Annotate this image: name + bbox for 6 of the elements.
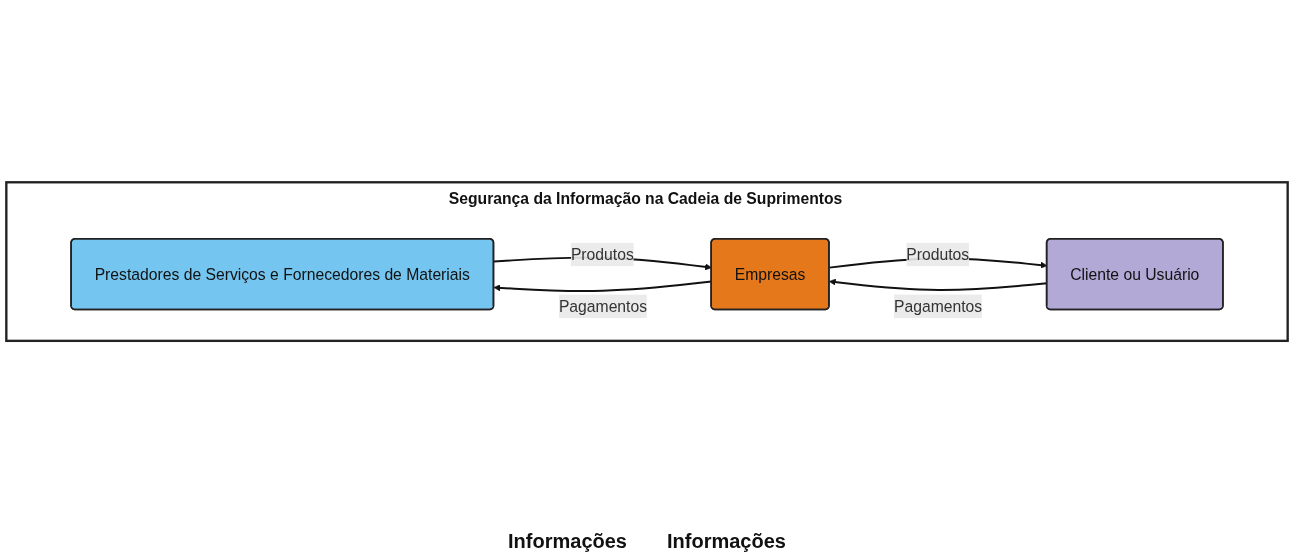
edge-label: Pagamentos [894,298,983,316]
edge-label: Pagamentos [558,298,648,316]
flow-note: Informações [508,530,627,553]
edge-label: Produtos [906,246,970,264]
flow-note: Informações [667,530,786,553]
edge-label: Produtos [570,246,634,264]
